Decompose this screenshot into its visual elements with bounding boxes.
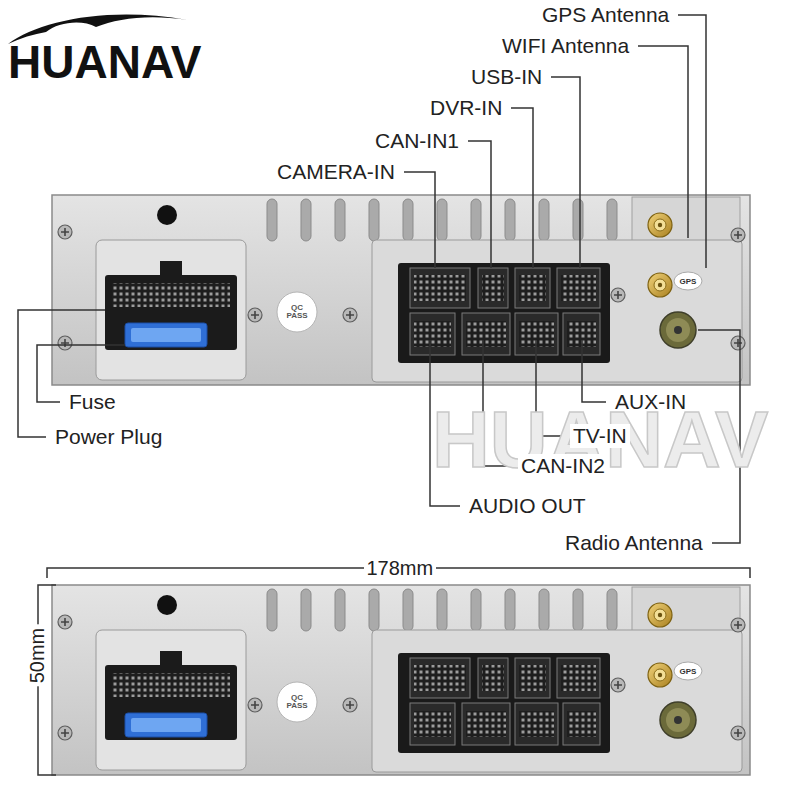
logo-text: HUANAV xyxy=(8,36,201,89)
dimension-lines xyxy=(38,568,750,775)
callout-label: Fuse xyxy=(66,390,119,414)
callout-label: TV-IN xyxy=(570,424,630,448)
callout-label: GPS Antenna xyxy=(539,3,672,27)
callout-label: DVR-IN xyxy=(427,96,505,120)
callout-label: CAN-IN1 xyxy=(372,129,462,153)
dimension-label: 178mm xyxy=(364,557,437,580)
callout-label: Radio Antenna xyxy=(562,531,706,555)
head-unit-bottom xyxy=(52,585,750,775)
connector-tag: GPS xyxy=(680,667,697,676)
callout-label: CAMERA-IN xyxy=(274,160,398,184)
callout-label: CAN-IN2 xyxy=(518,454,608,478)
callout-label: WIFI Antenna xyxy=(499,34,632,58)
head-unit-top xyxy=(52,195,750,385)
callout-label: Power Plug xyxy=(52,425,165,449)
sticker-text: QC PASS xyxy=(282,304,312,321)
connector-tag: GPS xyxy=(680,277,697,286)
sticker-text: QC PASS xyxy=(282,694,312,711)
callout-label: USB-IN xyxy=(468,65,545,89)
callout-label: AUDIO OUT xyxy=(466,494,589,518)
dimension-label: 50mm xyxy=(26,624,49,686)
